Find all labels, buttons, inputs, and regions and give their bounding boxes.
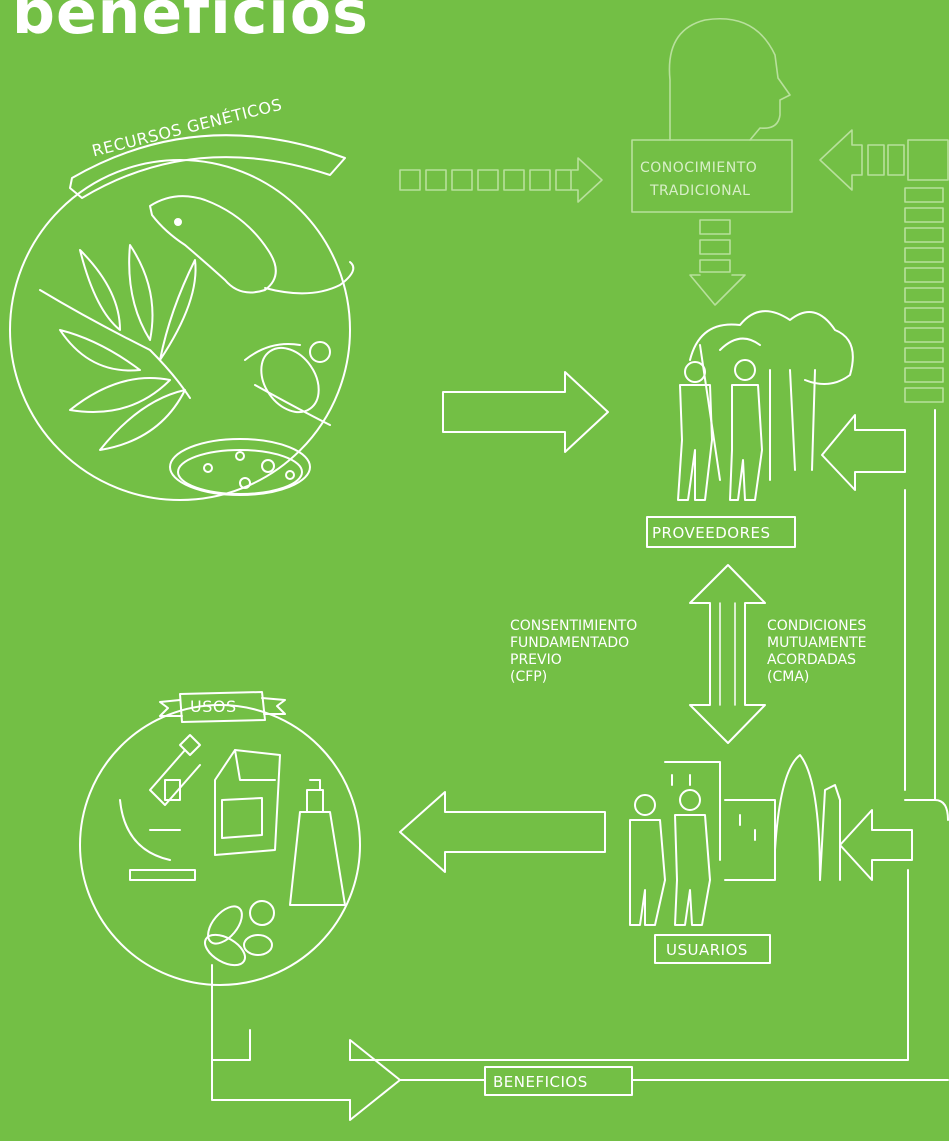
spray-bottle-icon	[289, 779, 346, 906]
traditional-knowledge-label-line2: TRADICIONAL	[650, 183, 751, 199]
milk-carton-icon	[214, 749, 281, 856]
providers-label: PROVEEDORES	[652, 524, 771, 542]
traditional-knowledge-label-line1: CONOCIMIENTO	[640, 160, 758, 176]
uses-label: USOS	[190, 697, 237, 716]
microscope-icon	[119, 734, 201, 881]
arrow-users-to-uses	[399, 791, 606, 873]
page-title: beneficios	[12, 0, 369, 48]
faded-arrow-from-right	[819, 129, 949, 403]
left-term-2: FUNDAMENTADO	[510, 635, 630, 651]
faded-arrow-to-knowledge	[399, 157, 603, 203]
prior-informed-consent: CONSENTIMIENTO FUNDAMENTADO PREVIO (CFP)	[510, 618, 637, 686]
uses-circle	[79, 704, 361, 986]
users-box	[654, 934, 771, 964]
bee-icon	[244, 341, 331, 426]
right-term-4: (CMA)	[767, 669, 810, 685]
left-term-4: (CFP)	[510, 669, 548, 685]
users-illustration	[629, 754, 841, 926]
benefits-loop-line	[211, 869, 909, 1101]
benefits-arrow	[349, 1039, 401, 1121]
left-term-1: CONSENTIMIENTO	[510, 618, 638, 634]
providers-box	[646, 516, 796, 548]
genetic-resources-banner	[69, 134, 346, 199]
right-term-1: CONDICIONES	[767, 618, 867, 634]
mouse-icon	[149, 195, 355, 295]
mutually-agreed-terms: CONDICIONES MUTUAMENTE ACORDADAS (CMA)	[767, 618, 867, 686]
users-label: USUARIOS	[666, 941, 748, 959]
right-term-2: MUTUAMENTE	[767, 635, 867, 651]
traditional-knowledge-box	[631, 139, 793, 213]
leaves-icon	[39, 244, 197, 451]
arrow-into-users	[839, 809, 913, 881]
arrow-resources-to-providers	[442, 371, 609, 453]
arrow-into-providers	[821, 414, 906, 491]
pills-icon	[204, 900, 275, 967]
head-silhouette	[668, 18, 791, 141]
petri-dish-icon	[169, 438, 311, 496]
double-arrow-providers-users	[689, 564, 766, 744]
return-loop-line	[904, 409, 949, 821]
uses-banner	[179, 691, 266, 723]
benefits-label: BENEFICIOS	[493, 1073, 588, 1091]
benefits-box	[484, 1066, 633, 1096]
faded-arrow-down	[689, 219, 746, 306]
providers-illustration	[677, 310, 854, 501]
right-term-3: ACORDADAS	[767, 652, 856, 668]
left-term-3: PREVIO	[510, 652, 562, 668]
